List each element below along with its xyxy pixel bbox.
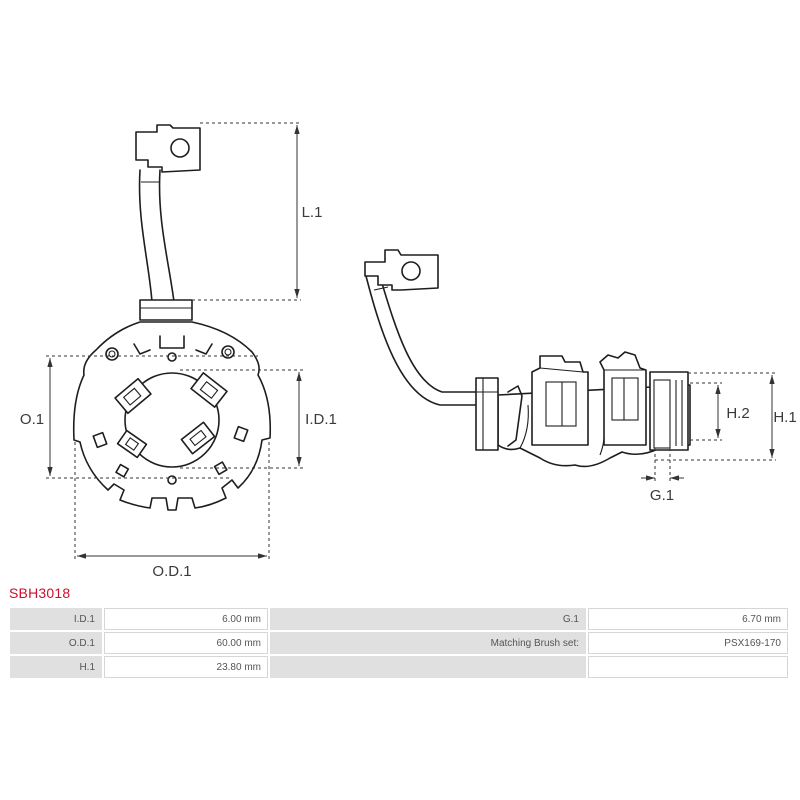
dimension-h1: H.1 xyxy=(655,372,797,461)
spec-table: I.D.1 6.00 mm G.1 6.70 mm O.D.1 60.00 mm… xyxy=(8,606,790,680)
terminal-hole xyxy=(170,138,190,158)
brush-box xyxy=(599,351,647,446)
plate-notch xyxy=(195,343,213,355)
dimension-g1: G.1 xyxy=(641,448,684,504)
plate-slot xyxy=(213,461,228,476)
table-row: I.D.1 6.00 mm G.1 6.70 mm xyxy=(10,608,788,630)
spec-label: H.1 xyxy=(10,656,102,678)
dimension-label: I.D.1 xyxy=(305,411,337,428)
mounting-hole xyxy=(221,345,235,359)
wire-connector xyxy=(475,377,499,451)
product-code: SBH3018 xyxy=(9,585,71,601)
technical-drawing: L.1 O.1 I.D.1 O.D.1 xyxy=(20,122,797,580)
table-row: H.1 23.80 mm xyxy=(10,656,788,678)
brush-box xyxy=(116,429,148,459)
spec-value: 60.00 mm xyxy=(104,632,268,654)
dimension-id1: I.D.1 xyxy=(180,369,337,469)
brush-box xyxy=(180,421,216,455)
terminal-tab xyxy=(135,124,201,173)
plate-slot xyxy=(233,425,249,443)
spec-label xyxy=(270,656,586,678)
dimension-label: O.D.1 xyxy=(152,563,191,580)
spec-label: Matching Brush set: xyxy=(270,632,586,654)
spec-label: I.D.1 xyxy=(10,608,102,630)
lead-wire xyxy=(138,169,175,303)
dimension-label: O.1 xyxy=(20,411,44,428)
front-view xyxy=(72,124,272,511)
terminal-hole xyxy=(401,261,421,281)
side-view xyxy=(364,249,691,468)
spec-value: 23.80 mm xyxy=(104,656,268,678)
dimension-o1: O.1 xyxy=(20,355,258,479)
plate-slot xyxy=(92,431,108,449)
spec-value: 6.00 mm xyxy=(104,608,268,630)
spec-value: PSX169-170 xyxy=(588,632,788,654)
mounting-hole xyxy=(167,475,177,485)
brush-box xyxy=(114,377,152,415)
dimension-l1: L.1 xyxy=(192,122,323,301)
spec-label: O.D.1 xyxy=(10,632,102,654)
dimension-label: H.1 xyxy=(773,409,796,426)
table-row: O.D.1 60.00 mm Matching Brush set: PSX16… xyxy=(10,632,788,654)
brush-box xyxy=(649,371,689,451)
brush-box xyxy=(190,372,228,408)
brush-box xyxy=(531,355,589,446)
dimension-h2: H.2 xyxy=(690,382,750,441)
spec-label: G.1 xyxy=(270,608,586,630)
spec-value xyxy=(588,656,788,678)
plate-bracket xyxy=(507,385,523,447)
lead-wire xyxy=(365,275,479,406)
wire-connector xyxy=(139,299,193,321)
plate-slot xyxy=(115,463,130,478)
mounting-hole xyxy=(167,352,177,362)
dimension-label: G.1 xyxy=(650,487,674,504)
spec-value: 6.70 mm xyxy=(588,608,788,630)
dimension-label: L.1 xyxy=(302,204,323,221)
mounting-hole xyxy=(105,347,119,361)
plate-notch xyxy=(133,343,151,355)
plate-notch xyxy=(159,335,185,349)
dimension-od1: O.D.1 xyxy=(74,442,270,580)
dimension-label: H.2 xyxy=(726,405,749,422)
